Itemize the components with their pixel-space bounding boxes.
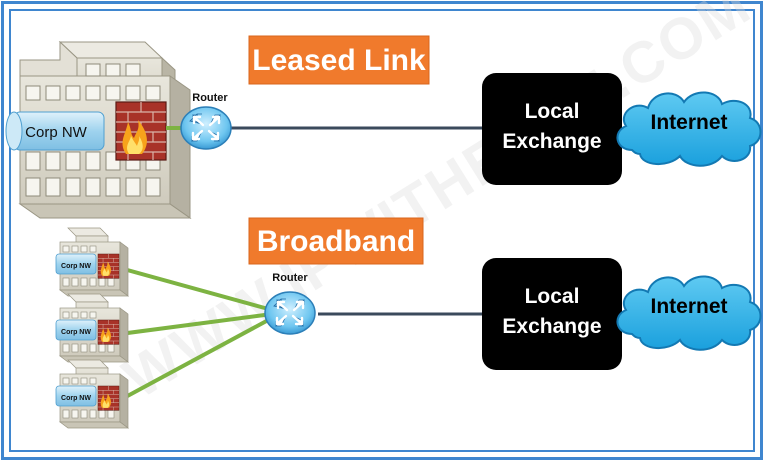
site-2-label: Corp NW	[61, 329, 91, 336]
site-1	[55, 227, 129, 297]
local-exchange-box-1	[482, 73, 622, 185]
outer-frame	[1, 1, 763, 460]
exchange-label-line1: Local	[525, 100, 580, 123]
leased-link-title-bg	[248, 35, 430, 85]
corp-nw-segment	[5, 111, 105, 151]
broadband-section: Broadband Corp NW Corp NW	[55, 217, 762, 429]
access-link-3	[119, 316, 273, 402]
router-icon	[263, 290, 317, 336]
router-label-1: Router	[192, 92, 228, 104]
router-label-2: Router	[272, 272, 308, 284]
firewall-icon	[97, 319, 120, 345]
firewall-icon	[115, 101, 167, 161]
exchange-label-line2: Exchange	[502, 130, 601, 153]
broadband-title: Broadband	[257, 225, 415, 258]
site-2	[55, 293, 129, 363]
local-exchange-box-2	[482, 258, 622, 370]
site-3-label: Corp NW	[61, 395, 91, 402]
site-3	[55, 359, 129, 429]
exchange-label-line2: Exchange	[502, 315, 601, 338]
exchange-label-line1: Local	[525, 285, 580, 308]
internet-label-1: Internet	[650, 111, 727, 134]
leased-link-section: Leased Link Corp NW Router	[5, 35, 762, 219]
firewall-icon	[97, 385, 120, 411]
internet-label-2: Internet	[650, 295, 727, 318]
access-link-2	[119, 312, 273, 336]
leased-link-title: Leased Link	[252, 44, 426, 77]
site-1-label: Corp NW	[61, 263, 91, 270]
corp-nw-label: Corp NW	[25, 124, 88, 141]
access-link-1	[119, 266, 273, 312]
inner-frame	[9, 9, 755, 452]
router-icon	[179, 105, 233, 151]
firewall-icon	[97, 253, 120, 279]
broadband-title-bg	[248, 217, 424, 265]
